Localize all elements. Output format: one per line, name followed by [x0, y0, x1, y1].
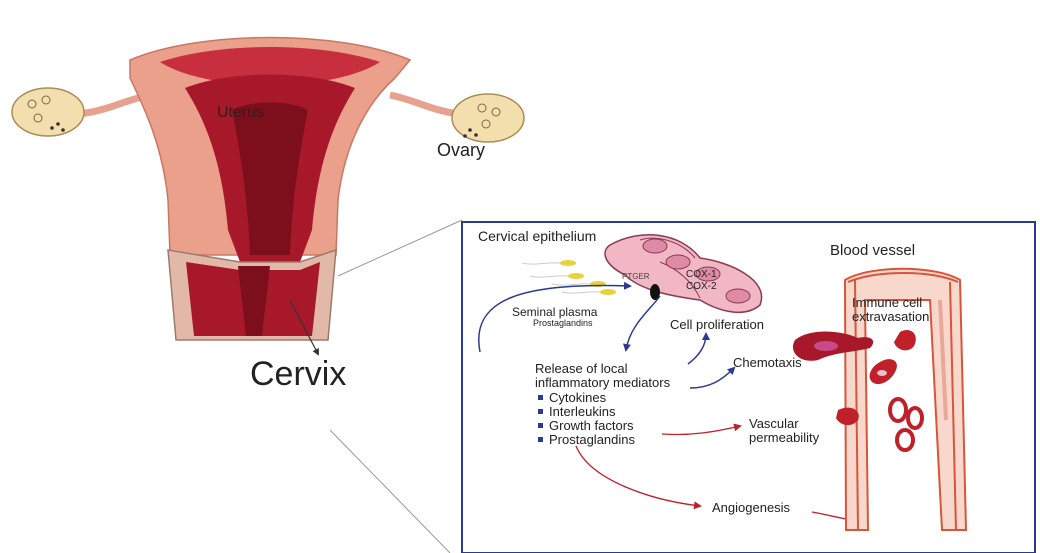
- zoom-line-top: [338, 220, 462, 276]
- cervix-label: Cervix: [250, 356, 346, 393]
- mediator-item: Interleukins: [538, 405, 615, 418]
- angiogenesis-label: Angiogenesis: [712, 501, 790, 515]
- fallopian-tube-left: [12, 88, 150, 136]
- immune-line-2: extravasation: [852, 310, 929, 324]
- ptger-label: PTGER: [622, 273, 650, 282]
- vascular-line-2: permeability: [749, 431, 819, 445]
- cell-proliferation-label: Cell proliferation: [670, 318, 764, 332]
- cox2-label: COX-2: [686, 281, 717, 292]
- zoom-line-bottom: [330, 430, 450, 553]
- mediator-item-label: Interleukins: [549, 404, 615, 419]
- blood-vessel-label: Blood vessel: [830, 243, 915, 260]
- chemotaxis-label: Chemotaxis: [733, 356, 802, 370]
- bullet-icon: [538, 437, 543, 442]
- bullet-icon: [538, 409, 543, 414]
- cervical-epithelium-label: Cervical epithelium: [478, 229, 596, 244]
- release-line-2: inflammatory mediators: [535, 376, 670, 390]
- mediator-item-label: Cytokines: [549, 390, 606, 405]
- cox1-label: COX-1: [686, 269, 717, 280]
- uterus-illustration: [130, 38, 410, 341]
- fallopian-tube-right: [390, 94, 524, 142]
- mediator-item: Prostaglandins: [538, 433, 635, 446]
- bullet-icon: [538, 423, 543, 428]
- uterus-label: Uterus: [217, 104, 264, 122]
- ovary-label: Ovary: [437, 141, 485, 161]
- prostaglandins-small-label: Prostaglandins: [533, 319, 593, 329]
- mediator-item: Growth factors: [538, 419, 634, 432]
- mediator-item: Cytokines: [538, 391, 606, 404]
- bullet-icon: [538, 395, 543, 400]
- mediator-item-label: Prostaglandins: [549, 432, 635, 447]
- mediator-item-label: Growth factors: [549, 418, 634, 433]
